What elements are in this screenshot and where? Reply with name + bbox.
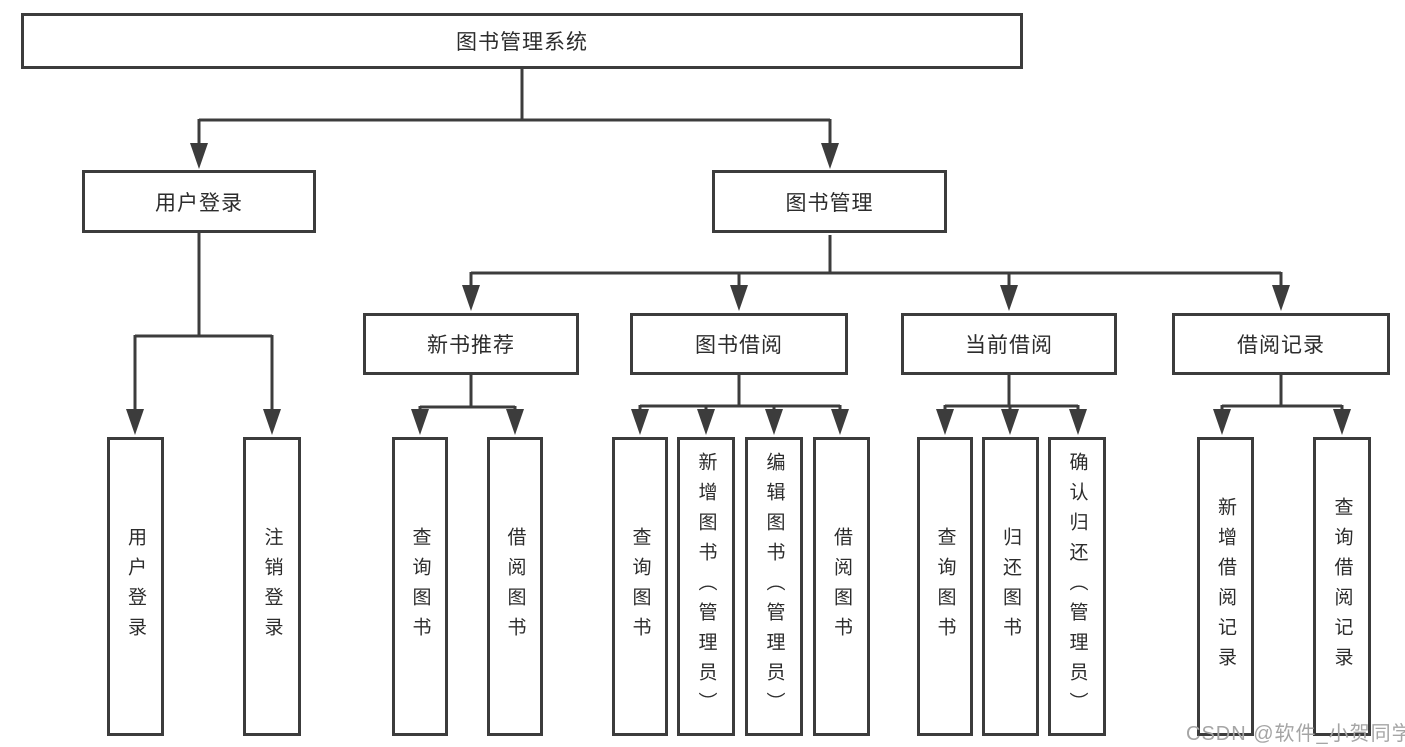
- node-borrow-record-label: 借阅记录: [1237, 334, 1325, 357]
- leaf-query-book-recommend: 查询图书: [392, 437, 448, 736]
- node-new-book-recommend: 新书推荐: [363, 313, 579, 375]
- connector-paths: [133, 69, 1344, 417]
- node-root: 图书管理系统: [21, 13, 1023, 69]
- leaf-edit-book-admin-label: 编辑图书（管理员）: [763, 451, 785, 722]
- node-book-borrow: 图书借阅: [630, 313, 848, 375]
- leaf-query-book-current: 查询图书: [917, 437, 973, 736]
- leaf-query-borrow-record-label: 查询借阅记录: [1331, 496, 1353, 677]
- node-book-borrow-label: 图书借阅: [695, 334, 783, 357]
- leaf-query-borrow-record: 查询借阅记录: [1313, 437, 1371, 736]
- leaf-add-book-admin: 新增图书（管理员）: [677, 437, 735, 736]
- leaf-query-book-borrow: 查询图书: [612, 437, 668, 736]
- node-current-borrow: 当前借阅: [901, 313, 1117, 375]
- leaf-borrow-book-label: 借阅图书: [831, 526, 852, 647]
- node-book-management: 图书管理: [712, 170, 947, 233]
- csdn-watermark: CSDN @软件_小贺同学: [1186, 723, 1405, 745]
- leaf-add-borrow-record-label: 新增借阅记录: [1215, 496, 1236, 677]
- node-user-login: 用户登录: [82, 170, 316, 233]
- leaf-query-book-recommend-label: 查询图书: [409, 526, 431, 647]
- leaf-logout: 注销登录: [243, 437, 301, 736]
- leaf-return-book-label: 归还图书: [1000, 526, 1021, 647]
- node-root-label: 图书管理系统: [456, 31, 588, 54]
- node-new-book-recommend-label: 新书推荐: [427, 334, 515, 357]
- leaf-user-login: 用户登录: [107, 437, 164, 736]
- leaf-user-login-label: 用户登录: [125, 526, 146, 647]
- leaf-add-borrow-record: 新增借阅记录: [1197, 437, 1254, 736]
- leaf-borrow-book-recommend-label: 借阅图书: [504, 526, 526, 647]
- leaf-edit-book-admin: 编辑图书（管理员）: [745, 437, 803, 736]
- leaf-return-book: 归还图书: [982, 437, 1039, 736]
- node-user-login-label: 用户登录: [155, 191, 243, 215]
- node-book-management-label: 图书管理: [785, 191, 874, 215]
- leaf-confirm-return-admin-label: 确认归还（管理员）: [1066, 451, 1088, 722]
- leaf-confirm-return-admin: 确认归还（管理员）: [1048, 437, 1106, 736]
- leaf-logout-label: 注销登录: [261, 526, 283, 647]
- node-current-borrow-label: 当前借阅: [965, 334, 1053, 357]
- leaf-borrow-book-recommend: 借阅图书: [487, 437, 543, 736]
- node-borrow-record: 借阅记录: [1172, 313, 1390, 375]
- leaf-borrow-book: 借阅图书: [813, 437, 870, 736]
- leaf-query-book-borrow-label: 查询图书: [629, 526, 651, 647]
- leaf-query-book-current-label: 查询图书: [934, 526, 956, 647]
- arrowheads: [126, 143, 1351, 435]
- leaf-add-book-admin-label: 新增图书（管理员）: [695, 451, 717, 722]
